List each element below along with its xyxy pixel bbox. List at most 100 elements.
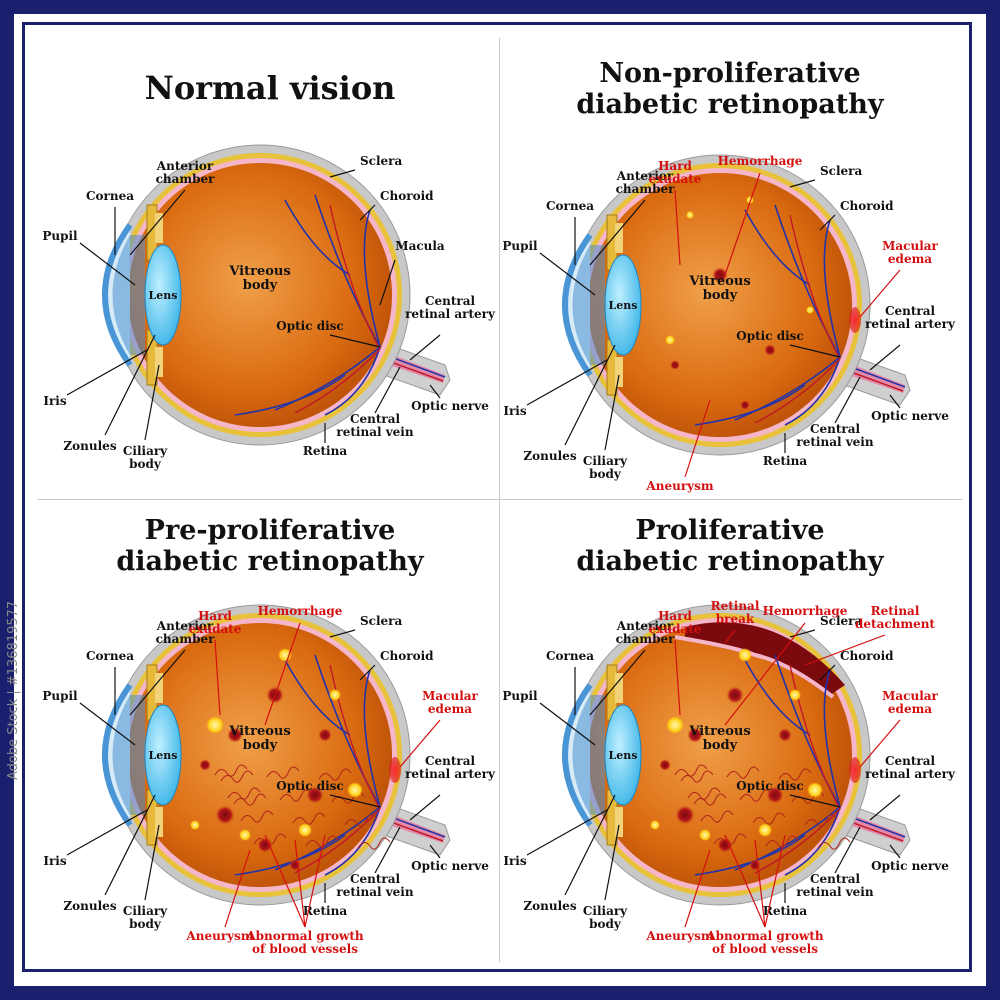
macular-edema-spot [849,757,861,783]
leader-anterior-chamber [129,649,186,716]
abnormal-vessel [227,787,261,800]
label-ciliary-body-line: Ciliary [583,454,628,468]
abnormal-vessel [687,787,721,800]
hemorrhage-spot [749,859,761,871]
label-central-retinal-artery-line: retinal artery [405,767,496,781]
leader-abnormal-growth-3 [764,834,786,928]
label-abnormal-growth-line: of blood vessels [712,942,818,956]
label-choroid: Choroid [380,189,434,203]
label-optic-nerve-line: Optic nerve [411,859,489,873]
label-retina: Retina [763,904,807,918]
leader-zonules [564,344,616,446]
anterior-chamber-shape [572,695,605,815]
label-central-retinal-vein-line: Central [810,422,861,436]
label-retina-line: Retina [763,904,807,918]
label-hard-exudate-line: Hard [198,609,232,623]
exudate-spot [789,689,801,701]
label-lens-line: Lens [149,289,178,302]
ciliary-bottom [615,807,623,837]
label-retina-line: Retina [763,454,807,468]
label-zonules-line: Zonules [523,899,576,913]
label-macula-line: Macula [395,239,445,253]
ciliary-top [615,223,623,253]
exudate-spot [278,648,292,662]
label-central-retinal-artery-line: Central [885,754,936,768]
label-pupil: Pupil [502,689,538,703]
label-vitreous-body-line: body [703,288,738,303]
ciliary-top [155,213,163,243]
frame-line [22,22,972,972]
panel-title-non-proliferative: Non-proliferative diabetic retinopathy [500,58,960,120]
label-cornea-line: Cornea [546,649,594,663]
label-lens: Lens [149,749,178,762]
label-aneurysm: Aneurysm [645,479,713,493]
hemorrhage-spot [257,837,273,853]
label-vitreous-body-line: Vitreous [688,274,750,289]
label-pupil: Pupil [42,689,78,703]
hemorrhage-spot [717,837,733,853]
label-lens-line: Lens [149,749,178,762]
retinal-vessel [274,346,381,411]
label-iris-line: Iris [503,854,526,868]
title-line: diabetic retinopathy [116,546,424,578]
abnormal-vessel [344,814,378,827]
label-sclera-line: Sclera [820,614,862,628]
leader-abnormal-growth-1 [264,834,306,928]
leader-hemorrhage [724,172,761,276]
hemorrhage-spot [227,727,243,743]
leader-optic-disc [329,334,381,348]
retinal-artery [329,664,381,810]
label-iris: Iris [503,404,526,418]
exudate-spot [650,820,660,830]
leader-central-retinal-vein [374,826,401,874]
leader-optic-nerve [889,394,901,409]
leader-ciliary-body [604,374,620,451]
leader-anterior-chamber [129,189,186,256]
panel-divider-horizontal [38,499,962,500]
label-retina: Retina [763,454,807,468]
label-iris-line: Iris [503,404,526,418]
ciliary-bottom [155,347,163,377]
label-central-retinal-artery-line: retinal artery [865,317,956,331]
retinal-vessel [744,209,811,286]
label-hemorrhage: Hemorrhage [258,604,343,618]
hemorrhage-spot [199,759,211,771]
leader-macular-edema [859,269,901,318]
label-cornea: Cornea [546,199,594,213]
abnormal-vessel [726,766,760,779]
leader-central-retinal-artery [869,794,901,821]
retinal-artery [294,808,381,874]
label-cornea: Cornea [86,189,134,203]
leader-optic-disc [329,794,381,808]
abnormal-vessel [318,768,352,781]
exudate-spot [239,829,251,841]
leader-hemorrhage [724,622,806,726]
label-central-retinal-vein-line: retinal vein [336,885,413,899]
exudate-spot [666,716,684,734]
hemorrhage-spot [766,786,784,804]
hemorrhage-spot [215,805,235,825]
leader-zonules [104,794,156,896]
label-central-retinal-artery-line: retinal artery [865,767,956,781]
label-ciliary-body-line: Ciliary [583,904,628,918]
retinal-vessel [284,659,351,736]
label-choroid: Choroid [840,199,894,213]
hemorrhage-spot [726,686,744,704]
hemorrhage-spot [289,859,301,871]
label-macular-edema-line: edema [428,702,472,716]
exudate-spot [686,211,694,219]
abnormal-vessel [739,789,773,802]
label-vitreous-body-line: Vitreous [228,724,290,739]
leader-ciliary-body [144,364,160,441]
